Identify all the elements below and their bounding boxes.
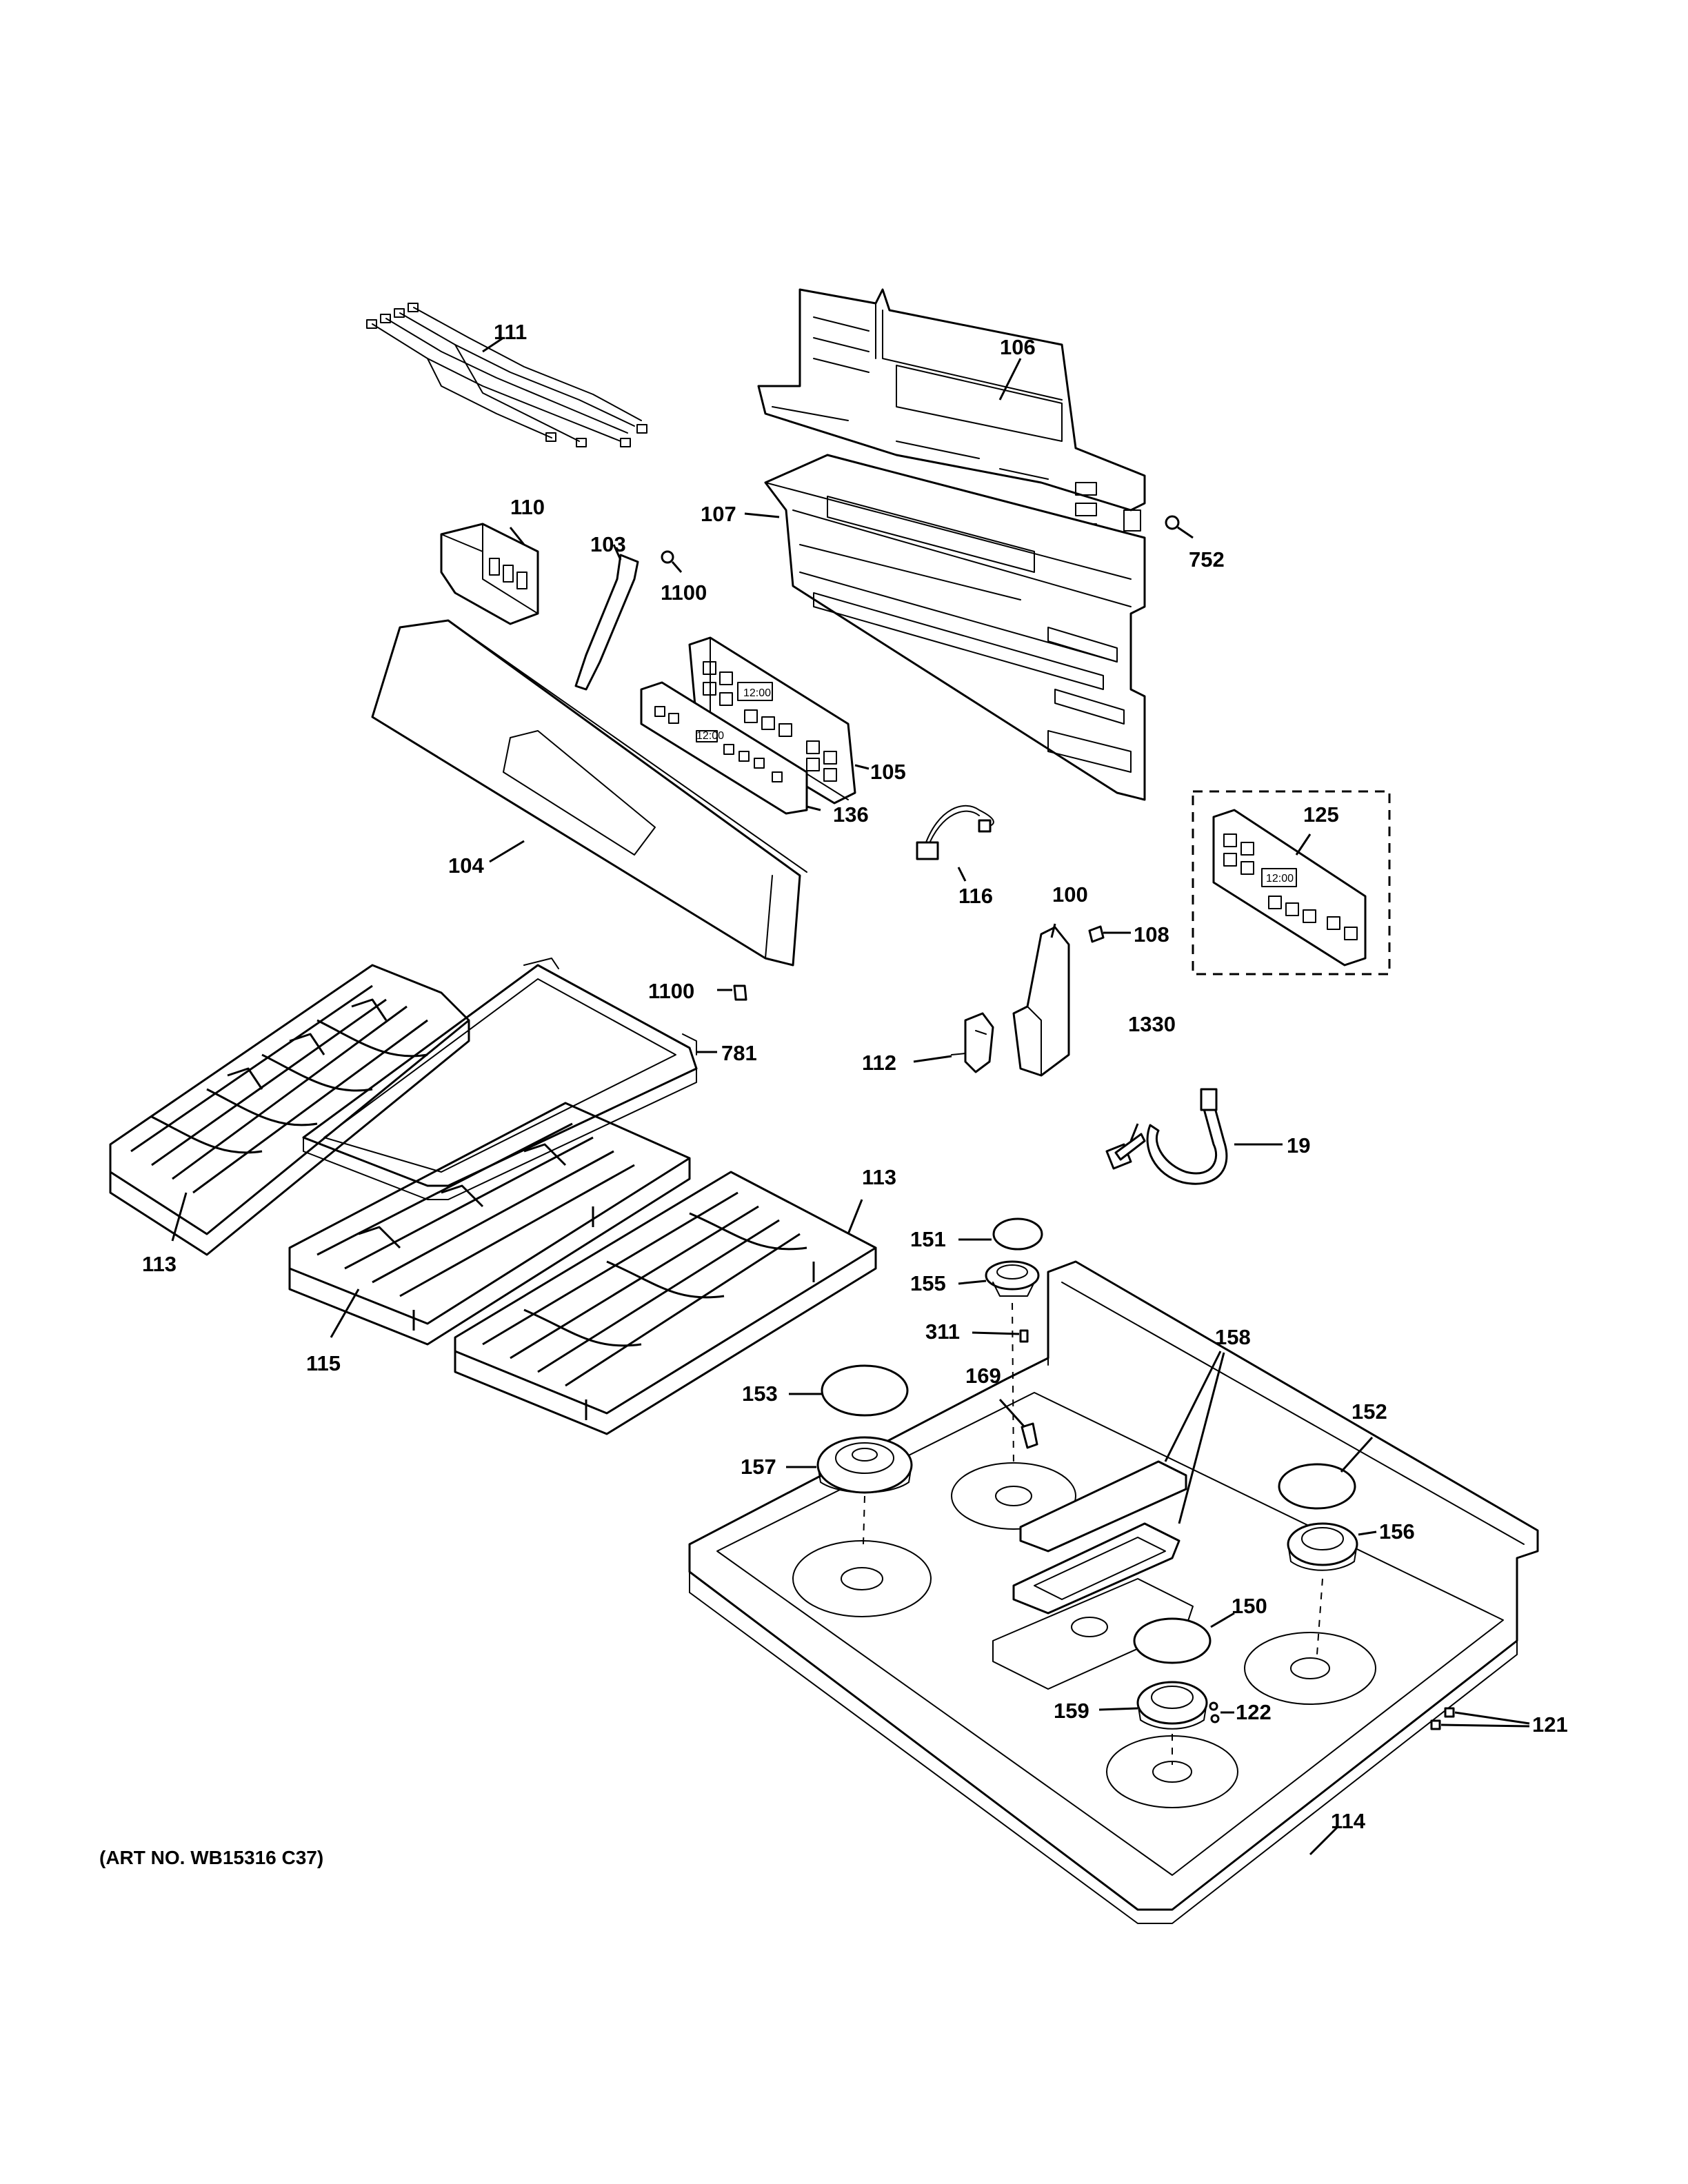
label-105: 105 — [870, 760, 906, 784]
label-311: 311 — [925, 1320, 960, 1344]
label-151: 151 — [910, 1227, 946, 1251]
label-103: 103 — [590, 532, 626, 556]
label-155: 155 — [910, 1271, 946, 1295]
burner-head-157 — [786, 1436, 913, 1545]
kit-box-125: 12:00 — [1192, 790, 1391, 975]
back-panel-107 — [744, 454, 1146, 801]
label-107: 107 — [701, 502, 736, 526]
label-150: 150 — [1232, 1594, 1267, 1618]
labels: 111 106 110 103 1100 107 752 105 136 104… — [142, 320, 1568, 1833]
label-115: 115 — [306, 1351, 341, 1375]
label-108: 108 — [1134, 922, 1169, 947]
display-clock-136: 12:00 — [696, 730, 724, 742]
bolt-1330 — [1105, 1123, 1146, 1170]
bracket-100 — [1012, 923, 1070, 1077]
display-clock-105: 12:00 — [743, 687, 771, 699]
label-114: 114 — [1331, 1809, 1366, 1833]
overlay-136: 12:00 — [640, 681, 821, 815]
burner-head-155 — [958, 1260, 1040, 1469]
screw-1100-lower — [717, 984, 747, 1001]
grate-115-center — [288, 1102, 691, 1346]
burner-cap-151 — [958, 1217, 1043, 1251]
burner-head-159 — [1098, 1681, 1208, 1765]
griddle-781 — [302, 958, 717, 1200]
label-19: 19 — [1287, 1133, 1310, 1157]
wire-harness-111 — [366, 303, 647, 447]
screws-122 — [1209, 1701, 1234, 1723]
burner-cap-152 — [1278, 1436, 1374, 1510]
burner-griddle-158 — [1012, 1351, 1225, 1615]
switch-112 — [913, 1012, 994, 1073]
burner-cap-150 — [1133, 1612, 1235, 1664]
label-1100-lower: 1100 — [648, 979, 694, 1003]
label-169: 169 — [965, 1364, 1001, 1388]
label-152: 152 — [1352, 1399, 1387, 1424]
label-157: 157 — [741, 1455, 776, 1479]
label-110: 110 — [510, 495, 545, 519]
screw-311 — [972, 1329, 1029, 1343]
control-panel-104 — [371, 619, 807, 967]
label-122: 122 — [1236, 1700, 1272, 1724]
display-clock-125: 12:00 — [1266, 873, 1294, 884]
cooktop-114 — [688, 1260, 1539, 1924]
label-112: 112 — [862, 1051, 896, 1075]
grate-113-left — [109, 964, 470, 1256]
label-113-right: 113 — [862, 1165, 896, 1189]
igniter-169 — [998, 1398, 1038, 1449]
screw-752 — [1165, 515, 1194, 539]
screw-108 — [1088, 925, 1131, 943]
label-121: 121 — [1532, 1712, 1568, 1737]
label-136: 136 — [833, 802, 869, 827]
strap-19 — [1146, 1088, 1283, 1185]
burner-cap-153 — [789, 1364, 909, 1417]
label-156: 156 — [1379, 1519, 1415, 1544]
label-752: 752 — [1189, 547, 1225, 572]
label-111: 111 — [494, 320, 527, 344]
screws-121 — [1430, 1707, 1530, 1730]
label-158: 158 — [1215, 1325, 1251, 1349]
label-125: 125 — [1303, 802, 1339, 827]
label-781: 781 — [721, 1041, 757, 1065]
label-100: 100 — [1052, 882, 1088, 907]
screw-1100-upper — [661, 550, 683, 573]
art-number: (ART NO. WB15316 C37) — [99, 1847, 323, 1868]
label-1100-upper: 1100 — [661, 580, 707, 605]
grate-113-right — [454, 1171, 877, 1435]
burner-head-156 — [1287, 1522, 1377, 1655]
label-104: 104 — [448, 853, 484, 878]
label-1330: 1330 — [1128, 1012, 1176, 1036]
label-106: 106 — [1000, 335, 1036, 359]
wire-116 — [916, 805, 994, 882]
label-153: 153 — [742, 1382, 778, 1406]
back-panel-106 — [757, 288, 1146, 537]
bracket-103 — [574, 544, 639, 691]
label-116: 116 — [958, 884, 993, 908]
label-159: 159 — [1054, 1699, 1089, 1723]
label-113-left: 113 — [142, 1252, 177, 1276]
control-module-110 — [440, 523, 539, 625]
